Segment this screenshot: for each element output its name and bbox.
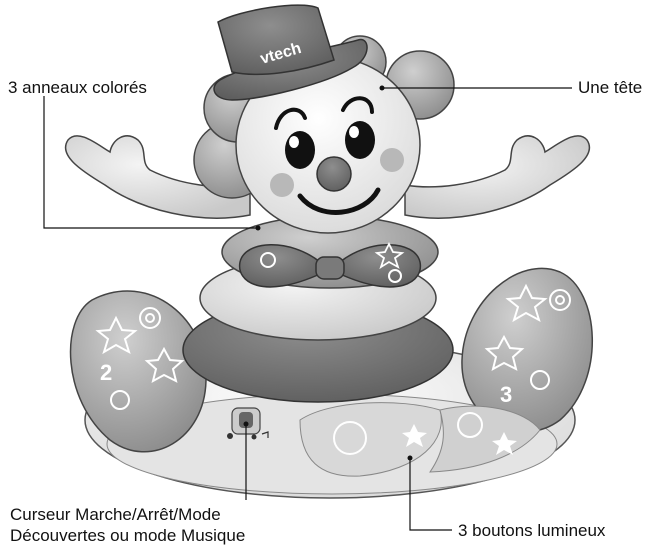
leader-cursor-dot xyxy=(244,422,249,427)
leader-buttons-dot xyxy=(408,456,413,461)
svg-text:2: 2 xyxy=(100,360,112,385)
leader-rings-dot xyxy=(256,226,261,231)
label-cursor: Curseur Marche/Arrêt/Mode Découvertes ou… xyxy=(10,504,245,546)
label-head: Une tête xyxy=(578,77,642,98)
leader-head-dot xyxy=(380,86,385,91)
label-rings: 3 anneaux colorés xyxy=(8,77,147,98)
right-arm xyxy=(405,136,589,218)
label-cursor-line2: Découvertes ou mode Musique xyxy=(10,525,245,546)
label-cursor-line1: Curseur Marche/Arrêt/Mode xyxy=(10,504,245,525)
svg-text:3: 3 xyxy=(500,382,512,407)
label-buttons: 3 boutons lumineux xyxy=(458,520,605,541)
